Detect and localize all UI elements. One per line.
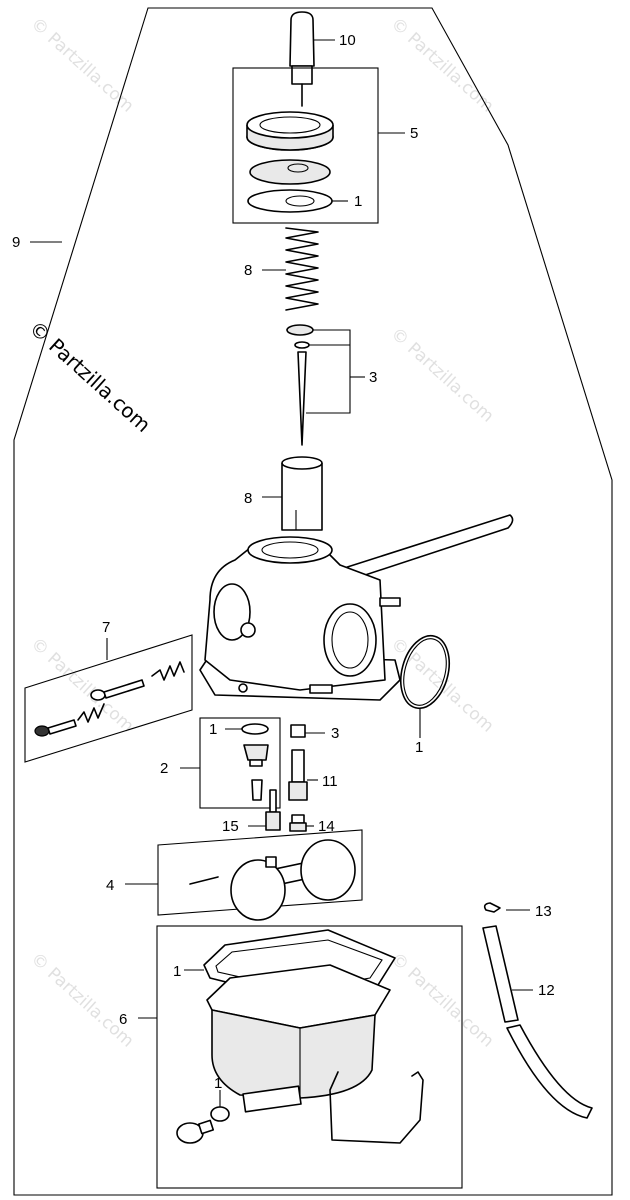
watermark-main: © Partzilla.com (25, 316, 156, 437)
callout-8-top: 8 (244, 262, 252, 279)
callout-14: 14 (318, 818, 335, 835)
assembly-outline (13, 7, 613, 1196)
callout-1-oring: 1 (415, 739, 423, 756)
callout-3-top: 3 (369, 369, 377, 386)
watermark-faint: © Partzilla.com (27, 14, 138, 117)
callout-2: 2 (160, 760, 168, 777)
callout-5: 5 (410, 125, 418, 142)
callout-6: 6 (119, 1011, 127, 1028)
watermark-faint: © Partzilla.com (387, 324, 498, 427)
callout-13: 13 (535, 903, 552, 920)
callout-1-gasket: 1 (173, 963, 181, 980)
callout-1-bottom: 1 (214, 1075, 222, 1092)
callout-10: 10 (339, 32, 356, 49)
part-3-jet-needle: 3 (286, 324, 377, 446)
watermark-faint: © Partzilla.com (387, 14, 498, 117)
part-8-spring: 8 (244, 227, 319, 311)
part-6-float-chamber-group: 6 1 1 (119, 925, 463, 1189)
callout-12: 12 (538, 982, 555, 999)
callout-7: 7 (102, 619, 110, 636)
callout-9: 9 (12, 234, 20, 251)
callout-8-mid: 8 (244, 490, 252, 507)
callout-4: 4 (106, 877, 114, 894)
part-8-throttle-valve: 8 (244, 456, 323, 531)
part-7-screw-group: 7 (24, 619, 193, 763)
part-12-13-drain-tube: 13 12 (482, 902, 593, 1119)
callout-11: 11 (322, 773, 338, 790)
watermark-faint: © Partzilla.com (27, 949, 138, 1052)
callout-1-top: 1 (354, 193, 362, 210)
watermark-faint: © Partzilla.com (27, 634, 138, 737)
part-1-o-ring: 1 (400, 634, 450, 756)
carburetor-body (199, 514, 514, 701)
part-4-float-group: 4 (106, 829, 363, 921)
callout-1-mid: 1 (209, 721, 217, 738)
watermark-faint: © Partzilla.com (387, 949, 498, 1052)
callout-15: 15 (222, 818, 239, 835)
part-3-11-needle-jet: 3 11 (288, 724, 339, 801)
part-5-cap-group: 5 1 (232, 67, 418, 224)
part-15-14-jets: 15 14 (222, 789, 335, 835)
part-2-jet-group: 2 1 (160, 717, 281, 809)
callout-3-mid: 3 (331, 725, 339, 742)
part-10-top-cap: 10 (289, 11, 356, 107)
